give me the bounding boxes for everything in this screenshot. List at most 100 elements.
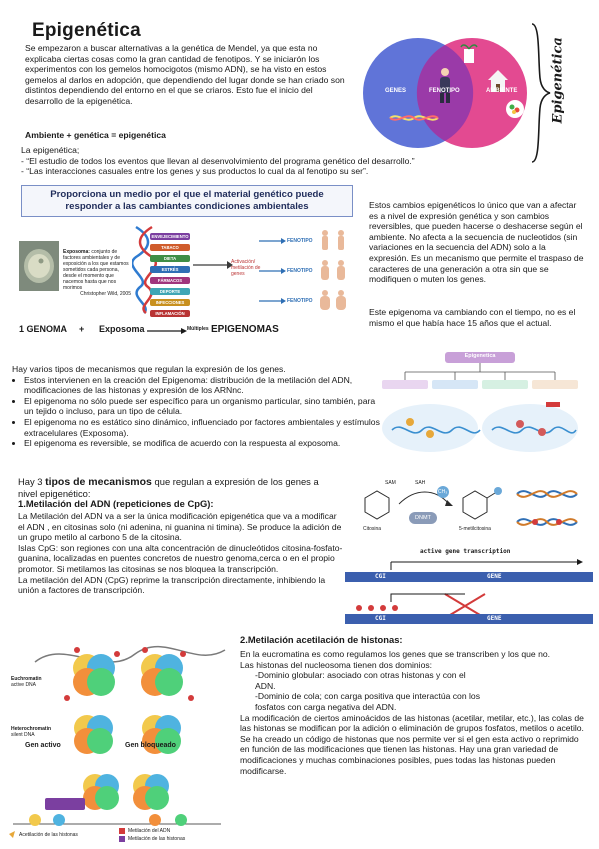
euchromatin-sub-label: active DNA: [11, 682, 37, 688]
section1-paragraph: La metilación del ADN (CpG) reprime la t…: [18, 574, 326, 596]
factor-chip: ENVEJECIMIENTO: [150, 233, 190, 240]
cambios-paragraph: Estos cambios epigenéticos lo único que …: [369, 200, 584, 285]
section1-title: 1.Metilación del ADN (repeticiones de Cp…: [18, 498, 214, 509]
intro-paragraph: Se empezaron a buscar alternativas a la …: [25, 43, 345, 106]
active-transcription-label: active gene transcription: [420, 548, 511, 555]
dnmt-figure: SAM SAH CH₃ DNMT Citosina 5-metilcitosin…: [345, 478, 593, 550]
brace-shape: [531, 23, 551, 163]
exposoma-figure: Proporciona un medio por el que el mater…: [17, 181, 357, 343]
mecanismo-item: El epigenoma no sólo puede ser específic…: [24, 396, 384, 417]
fenotipo-arrows-icon: [259, 238, 286, 304]
formula: Ambiente + genética = epigenética: [25, 130, 166, 140]
exposoma-figure-title: Proporciona un medio por el que el mater…: [21, 185, 353, 217]
section2-dominio: -Dominio de cola; con carga positiva que…: [255, 691, 480, 712]
gen-activo-label: Gen activo: [25, 742, 61, 749]
definition-1: - “El estudio de todos los eventos que l…: [21, 155, 415, 166]
exposoma-definition: Exposoma: conjunto de factores ambiental…: [63, 249, 131, 297]
histone-figure: Euchromatin active DNA Heterochromatin s…: [5, 628, 233, 844]
section2-paragraph: Se ha creado un código de histonas que n…: [240, 733, 579, 776]
gene-label-2: GENE: [487, 615, 502, 622]
factor-chip: DIETA: [150, 255, 190, 262]
mecanismo-item: Estos intervienen en la creación del Epi…: [24, 375, 384, 396]
dnmt-enzyme: DNMT: [409, 512, 437, 524]
activation-arrow-icon: [193, 261, 233, 269]
person-icon: [440, 68, 450, 103]
gen-bloqueado-label: Gen bloqueado: [125, 742, 176, 749]
factor-chip: DEPORTE: [150, 288, 190, 295]
section2-dominio: -Dominio globular: asociado con otras hi…: [255, 670, 466, 691]
activation-label: Activación/ metilación de genes: [231, 259, 261, 277]
ch3-label: CH₃: [438, 489, 448, 495]
legend-acetyl-icon: [9, 831, 15, 838]
eq-plus: +: [79, 324, 85, 334]
metilcitosina-label: 5-metilcitosina: [459, 526, 491, 532]
legend-histone-methyl-icon: [119, 836, 125, 842]
food-icon: [506, 100, 524, 118]
definition-intro: La epigenética;: [21, 145, 80, 155]
cgi-label-2: CGI: [375, 615, 386, 622]
section1-paragraph: La Metilación del ADN va a ser la única …: [18, 511, 342, 543]
venn-svg: [363, 23, 551, 163]
fenotipo-label-1: FENOTIPO: [287, 238, 313, 244]
eq-arrow-icon: [147, 328, 187, 334]
sah-label: SAH: [415, 480, 426, 486]
house-icon: [488, 70, 508, 92]
tipos-intro: Hay 3 tipos de mecanismos que regulan a …: [18, 476, 319, 499]
mecanismo-item: El epigenoma es reversible, se modifica …: [24, 438, 384, 449]
sam-label: SAM: [385, 480, 396, 486]
dnmt-svg: [364, 486, 578, 526]
epigenoma-cambia-paragraph: Este epigenoma va cambiando con el tiemp…: [369, 307, 576, 328]
section1-paragraph: Islas CpG: son regiones con una alta con…: [18, 542, 343, 574]
eq-multiples: Múltiples: [187, 326, 209, 332]
euchromatin-label: Euchromatin: [11, 676, 42, 682]
eq-exposoma: Exposoma: [99, 324, 145, 334]
tree-root-label: Epigenetica: [464, 353, 496, 359]
eq-genoma: 1 GENOMA: [19, 324, 68, 334]
definition-2: - “Las interacciones casuales entre los …: [21, 166, 369, 177]
epigenetics-tree-svg: [382, 352, 578, 452]
venn-genes-label: GENES: [385, 88, 407, 94]
equation-line: 1 GENOMA + Exposoma Múltiples EPIGENOMAS: [19, 324, 349, 340]
mecanismos-block: Hay varios tipos de mecanismos que regul…: [12, 364, 384, 449]
cgi-svg: [345, 559, 593, 624]
cgi-transcription-figure: active gene transcription CGI GENE CGI G…: [345, 548, 593, 626]
legend-metil-hist-label: Metilación de las histonas: [128, 836, 186, 842]
eq-epigenomas: EPIGENOMAS: [211, 324, 279, 335]
factor-chip: FÁRMACOS: [150, 277, 190, 284]
factor-chip: TABACO: [150, 244, 190, 251]
fenotipo-label-2: FENOTIPO: [287, 268, 313, 274]
heterochromatin-sub-label: silent DNA: [11, 732, 35, 738]
section2-title: 2.Metilación acetilación de histonas:: [240, 634, 403, 645]
page-title: Epigenética: [32, 20, 141, 41]
plant-icon: [460, 44, 478, 63]
histone-svg: [9, 645, 226, 842]
mecanismos-intro: Hay varios tipos de mecanismos que regul…: [12, 364, 286, 374]
section2-paragraph: La modificación de ciertos aminoácidos d…: [240, 712, 584, 734]
legend-acetil-label: Acetilación de las histonas: [19, 832, 78, 838]
citosina-label: Citosina: [363, 526, 382, 532]
cgi-label-1: CGI: [375, 573, 386, 580]
gene-label-1: GENE: [487, 573, 502, 580]
definitions-block: La epigenética; - “El estudio de todos l…: [21, 145, 491, 177]
section2-line: En la eucromatina es como regulamos los …: [240, 649, 551, 659]
factor-chip: ESTRÉS: [150, 266, 190, 273]
mecanismos-list: Estos intervienen en la creación del Epi…: [12, 375, 384, 449]
fenotipo-label-3: FENOTIPO: [287, 298, 313, 304]
section1-body: La Metilación del ADN va a ser la única …: [18, 511, 343, 596]
factor-chip: INFLAMACIÓN: [150, 310, 190, 317]
legend-dna-methyl-icon: [119, 828, 125, 834]
venn-fenotipo-label: FENOTIPO: [429, 88, 460, 94]
venn-brace-label: Epigenética: [550, 37, 566, 124]
body-silhouettes-image: [320, 230, 346, 310]
section2-body: En la eucromatina es como regulamos los …: [240, 649, 590, 776]
legend-metil-adn-label: Metilación del ADN: [128, 828, 171, 834]
mecanismo-item: El epigenoma no es estático sino dinámic…: [24, 417, 384, 438]
section2-line: Las histonas del nucleosoma tienen dos d…: [240, 659, 433, 670]
dna-icon: [389, 115, 439, 121]
embryo-image: [19, 241, 59, 291]
venn-diagram: GENES FENOTIPO AMBIENTE Epigenética: [360, 18, 590, 168]
heterochromatin-label: Heterochromatin: [11, 726, 52, 732]
venn-ambiente-label: AMBIENTE: [486, 88, 518, 94]
factor-chip: INFECCIONES: [150, 299, 190, 306]
epigenetics-tree-figure: Epigenetica: [370, 350, 590, 460]
